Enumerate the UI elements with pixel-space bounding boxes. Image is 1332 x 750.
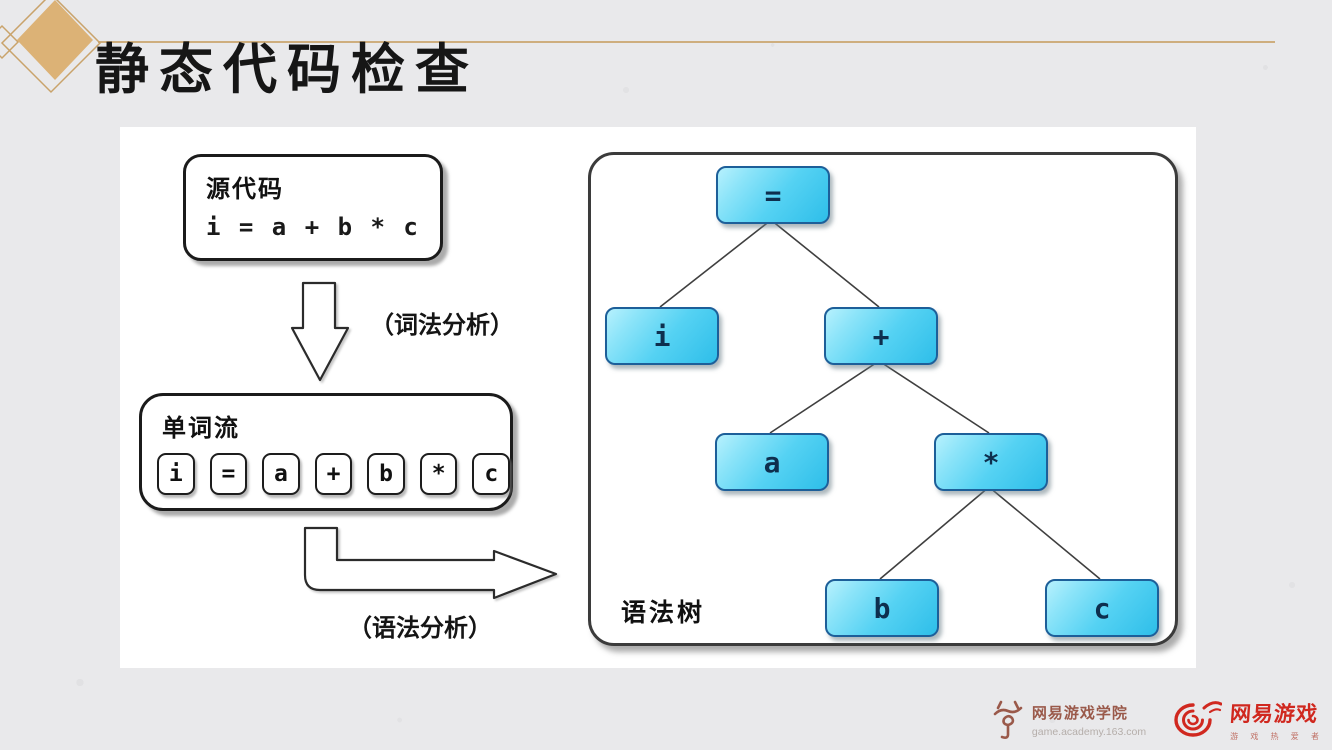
token-row: i = a + b * c [157,453,511,495]
token-4: b [367,453,405,495]
token-6: c [472,453,511,495]
syntax-tree-label: 语法树 [621,599,706,627]
tree-node-c: c [1045,579,1159,637]
academy-url: game.academy.163.com [1031,726,1147,738]
academy-logo-icon [993,700,1023,739]
syntax-tree-panel: 语法树 = i + a * b c [588,152,1178,646]
syntax-analysis-label: （语法分析） [348,615,492,642]
tree-node-a: a [715,433,829,491]
academy-brand: 网易游戏学院 game.academy.163.com [992,698,1146,742]
netease-name: 网易游戏 [1229,703,1319,726]
header-divider-line [98,41,1275,43]
diagram-canvas: 源代码 i = a + b * c （词法分析） 单词流 i = a + b * c （语法… [120,127,1196,668]
tree-node-plus: + [824,307,938,365]
token-0: i [157,453,195,495]
source-code-text: i = a + b * c [206,213,420,241]
slide-title: 静态代码检查 [95,40,479,100]
source-code-box-title: 源代码 [206,176,284,203]
elbow-right-arrow-icon [303,526,558,600]
tree-edges [659,219,1101,580]
academy-name: 网易游戏学院 [1031,705,1128,722]
token-stream-box-title: 单词流 [162,415,240,442]
lexical-analysis-label: （词法分析） [370,312,514,339]
down-arrow-icon [290,281,350,382]
source-code-box: 源代码 i = a + b * c [183,154,443,261]
netease-brand: 网易游戏 游 戏 热 爱 者 [1166,698,1324,742]
token-5: * [419,453,458,495]
tree-node-assign: = [716,166,830,224]
tree-node-i: i [605,307,719,365]
footer: 网易游戏学院 game.academy.163.com 网易游戏 游 戏 热 爱… [992,698,1324,742]
tree-node-mul: * [934,433,1048,491]
token-3: + [314,453,353,495]
token-1: = [209,453,248,495]
diamond-decoration-icon [0,0,102,94]
netease-subtitle: 游 戏 热 爱 者 [1230,732,1324,741]
token-2: a [262,453,300,495]
tree-node-b: b [825,579,939,637]
netease-logo-icon [1174,701,1223,737]
token-stream-box: 单词流 i = a + b * c [139,393,513,511]
